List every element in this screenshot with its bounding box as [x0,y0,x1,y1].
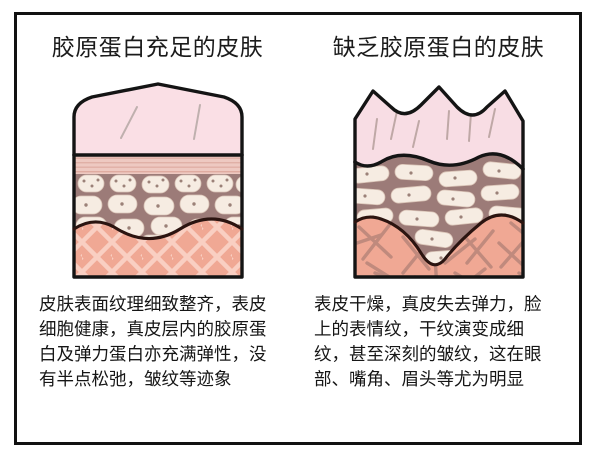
dermis-boundary-aged [352,213,525,267]
panel-caption-collagen-rich: 皮肤表面纹理细致整齐，表皮细胞健康，真皮层内的胶原蛋白及弹力蛋白亦充满弹性，没有… [39,294,267,389]
panel-title-collagen-rich: 胶原蛋白充足的皮肤 [51,35,264,60]
cell-layer-aged [354,153,523,265]
wrinkle-lines [371,108,496,150]
panel-collagen-poor: 缺乏胶原蛋白的皮肤 [298,15,579,442]
aged-skin-svg [352,85,525,279]
panel-caption-collagen-poor: 表皮干燥，真皮失去弹力，脸上的表情纹，干纹演变成细纹，甚至深刻的皱纹，这在眼部、… [314,294,542,389]
diagram-healthy-skin [17,77,298,287]
diagram-outline-healthy [71,82,244,279]
diagram-aged-skin [298,77,579,287]
healthy-skin-svg [71,82,244,279]
dermis-boundary-healthy [71,217,244,241]
panel-collagen-rich: 胶原蛋白充足的皮肤 [17,15,298,442]
panel-title-collagen-poor: 缺乏胶原蛋白的皮肤 [332,35,545,60]
surface-texture-lines [119,104,201,140]
poster-frame: 胶原蛋白充足的皮肤 [14,12,582,445]
epidermis-boundary-aged [352,152,525,171]
